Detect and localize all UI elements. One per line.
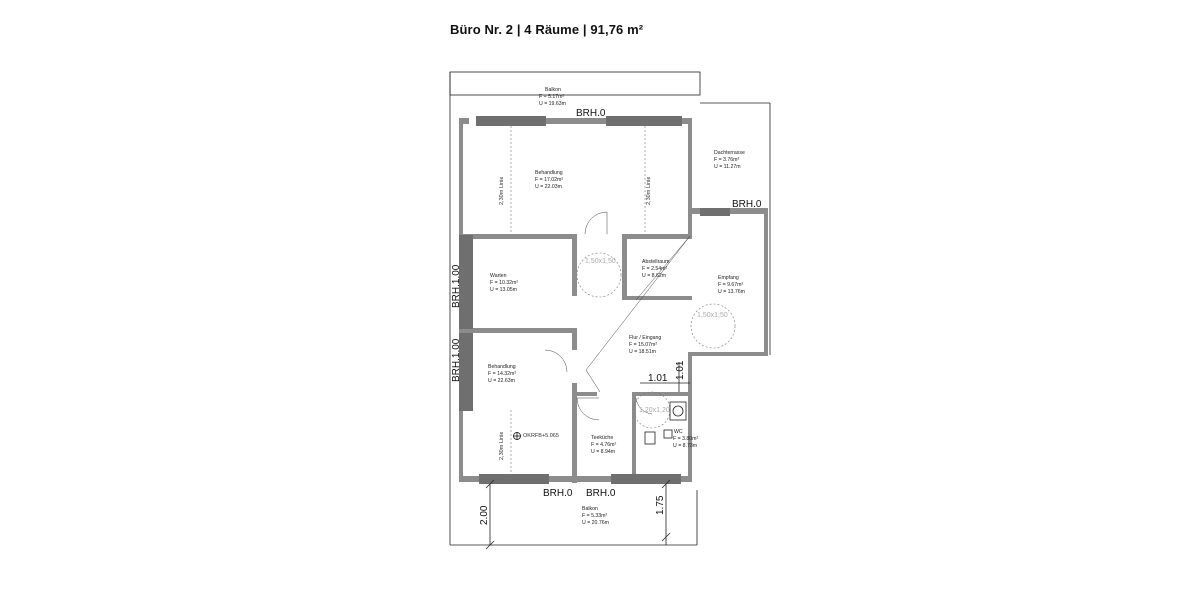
room-flur: Flur / Eingang F = 15.07m² U = 18.51m [629,335,661,355]
line-230-label-a: 2,30m Linie [499,177,505,205]
svg-text:F = 15.07m²: F = 15.07m² [629,342,657,348]
svg-text:Dachterrasse: Dachterrasse [714,150,745,156]
dim-200: 2.00 [479,505,490,525]
svg-text:F = 2.54m²: F = 2.54m² [642,266,667,272]
brh-bottom-1: BRH.0 [543,488,573,499]
svg-text:Behandlung: Behandlung [535,170,563,176]
svg-text:F = 14.32m²: F = 14.32m² [488,371,516,377]
room-teekueche: Teeküche F = 4.76m² U = 8.94m [591,435,616,455]
svg-text:F = 5.17m²: F = 5.17m² [539,94,564,100]
turning-circle-2 [690,303,736,349]
svg-text:U = 22.63m: U = 22.63m [488,378,515,384]
svg-text:U = 8.73m: U = 8.73m [673,443,697,449]
room-balkon-bottom: Balkon F = 5.33m² U = 20.76m [582,506,609,526]
svg-text:OKRFB+5.065: OKRFB+5.065 [523,433,559,439]
svg-text:Warten: Warten [490,273,507,279]
sink-icon [669,401,687,421]
svg-text:F = 9.67m²: F = 9.67m² [718,282,743,288]
room-empfang: Empfang F = 9.67m² U = 13.76m [718,275,745,295]
svg-text:U = 18.51m: U = 18.51m [629,349,656,355]
svg-text:Balkon: Balkon [582,506,598,512]
svg-text:Balkon: Balkon [545,87,561,93]
room-dachterrasse: Dachterrasse F = 3.76m² U = 11.27m [714,150,745,170]
svg-text:Behandlung: Behandlung [488,364,516,370]
svg-text:U = 13.76m: U = 13.76m [718,289,745,295]
svg-text:F = 3.80m²: F = 3.80m² [673,436,698,442]
brh-left-1: BRH.1.00 [451,264,462,308]
room-warten: Warten F = 10.32m² U = 13.05m [490,273,518,293]
svg-text:Empfang: Empfang [718,275,739,281]
brh-terrace: BRH.0 [732,199,762,210]
room-behandlung-left: Behandlung F = 14.32m² U = 22.63m [488,364,516,384]
brh-left-2: BRH.1.00 [451,338,462,382]
sink-basin-icon [672,405,684,417]
brh-top: BRH.0 [576,108,606,119]
svg-text:U = 8.62m: U = 8.62m [642,273,666,279]
svg-text:F = 4.76m²: F = 4.76m² [591,442,616,448]
line-230-label-c: 2,30m Linie [499,432,505,460]
svg-text:U = 11.27m: U = 11.27m [714,164,741,170]
svg-text:U = 22.03m: U = 22.03m [535,184,562,190]
room-abstellraum: Abstellraum F = 2.54m² U = 8.62m [642,259,669,279]
svg-text:U = 20.76m: U = 20.76m [582,520,609,526]
svg-text:U = 19.63m: U = 19.63m [539,101,566,107]
circle-label-2: 1,50x1,50 [697,312,728,319]
shower-tray-icon [663,429,673,439]
svg-text:F = 5.33m²: F = 5.33m² [582,513,607,519]
circle-label-3: 1,20x1,20 [639,407,670,414]
door-swings [544,211,691,421]
line-230-label-b: 2,30m Linie [646,177,652,205]
okrfb-marker: OKRFB+5.065 [513,432,559,440]
svg-text:WC: WC [674,429,683,435]
svg-text:Teeküche: Teeküche [591,435,613,441]
room-behandlung-top: Behandlung F = 17.02m² U = 22.03m [535,170,563,190]
circle-label-1: 1,50x1,50 [585,258,616,265]
toilet-icon [644,431,656,445]
svg-text:Abstellraum: Abstellraum [642,259,669,265]
balcony-top-outline [449,71,701,96]
svg-text:Flur / Eingang: Flur / Eingang [629,335,661,341]
svg-text:U = 13.05m: U = 13.05m [490,287,517,293]
svg-text:F = 17.02m²: F = 17.02m² [535,177,563,183]
plan-title: Büro Nr. 2 | 4 Räume | 91,76 m² [450,22,644,37]
dimension-lines [485,362,690,550]
dim-101-vertical: 1.01 [675,360,686,380]
dim-175: 1.75 [655,495,666,515]
room-balkon-top: Balkon F = 5.17m² U = 19.63m [539,87,566,107]
dim-101: 1.01 [648,373,668,384]
svg-text:F = 3.76m²: F = 3.76m² [714,157,739,163]
room-wc: WC F = 3.80m² U = 8.73m [673,429,698,449]
walls [459,116,768,484]
svg-text:U = 8.94m: U = 8.94m [591,449,615,455]
svg-text:F = 10.32m²: F = 10.32m² [490,280,518,286]
turning-circle-1 [576,252,622,298]
brh-bottom-2: BRH.0 [586,488,616,499]
